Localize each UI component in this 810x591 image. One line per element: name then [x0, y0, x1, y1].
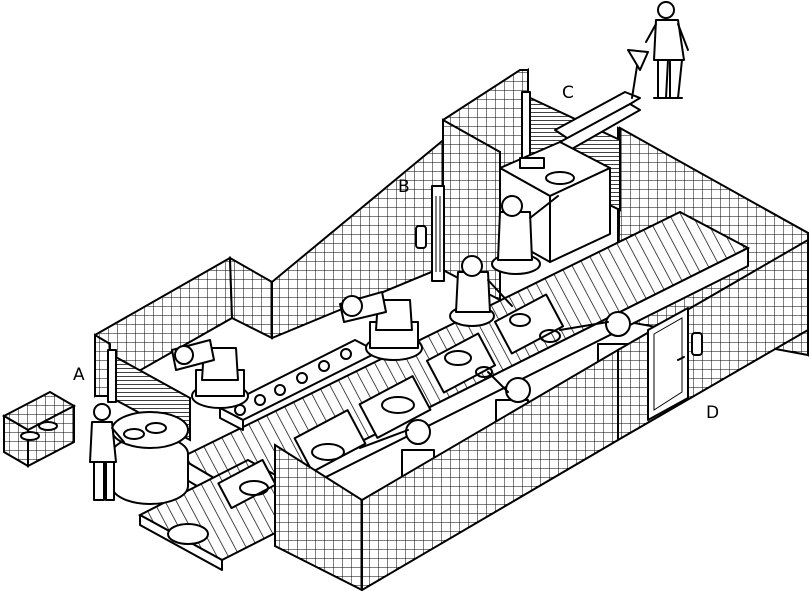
- work-pieces: [217, 293, 565, 510]
- operator-c: [645, 1, 689, 99]
- robot-back-3: [449, 255, 513, 327]
- robot-back-2: [339, 291, 423, 361]
- label-d: D: [706, 403, 719, 423]
- robot-back-4: [491, 195, 559, 275]
- label-c: C: [562, 83, 574, 103]
- robot-back-1: [171, 339, 249, 409]
- pallet-jack: [554, 49, 649, 151]
- operator-a: [89, 403, 125, 501]
- door-d: [647, 307, 703, 421]
- label-b: B: [398, 177, 410, 197]
- label-a: A: [73, 365, 85, 385]
- turntable-a: [111, 411, 189, 505]
- door-b: [415, 185, 445, 282]
- parts-crate: [1, 390, 77, 468]
